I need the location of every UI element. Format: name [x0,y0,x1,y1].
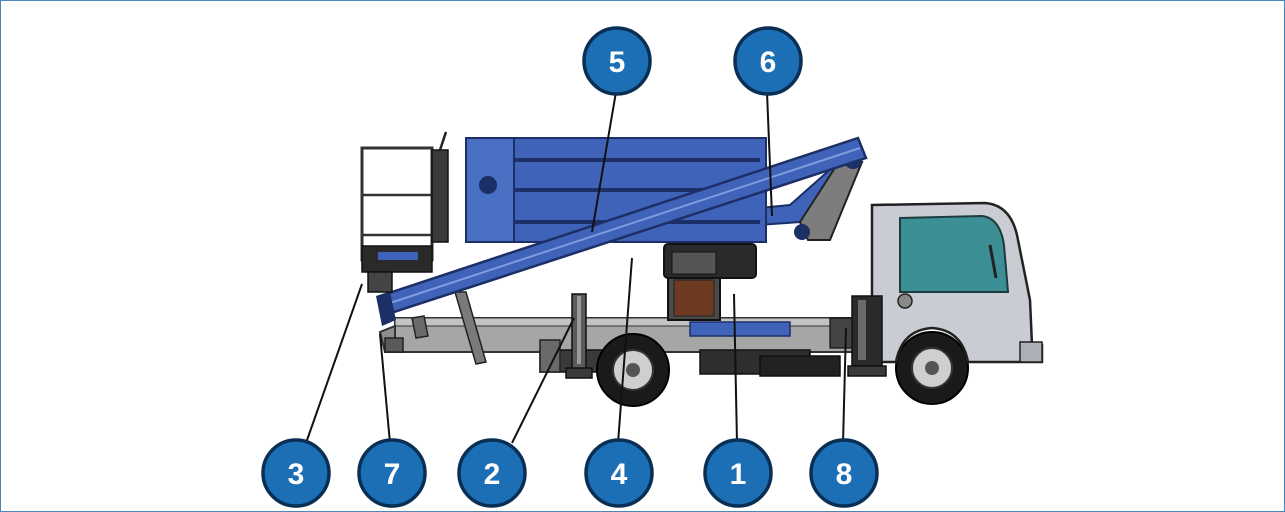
callout-number: 2 [484,458,501,491]
callout-2: 2 [457,438,527,508]
callout-7: 7 [357,438,427,508]
callout-6: 6 [733,26,803,96]
callout-number: 7 [384,458,401,491]
truck-cab [870,201,1044,364]
front-wheel [895,331,969,405]
rear-wheel [596,333,670,407]
callout-number: 6 [760,46,777,79]
rear-outrigger [411,291,487,365]
callout-5: 5 [582,26,652,96]
callout-number: 8 [836,458,853,491]
rear-stabilizer [565,293,593,379]
callout-number: 3 [288,458,305,491]
callout-3: 3 [261,438,331,508]
leader-lines [305,91,847,444]
callout-1: 1 [703,438,773,508]
callout-number: 4 [611,458,628,491]
callout-4: 4 [584,438,654,508]
callout-number: 5 [609,46,626,79]
front-stabilizer [829,295,887,377]
callout-8: 8 [809,438,879,508]
telescopic-boom [376,136,868,326]
callout-number: 1 [730,458,747,491]
work-basket [360,131,449,293]
turret [663,243,757,321]
